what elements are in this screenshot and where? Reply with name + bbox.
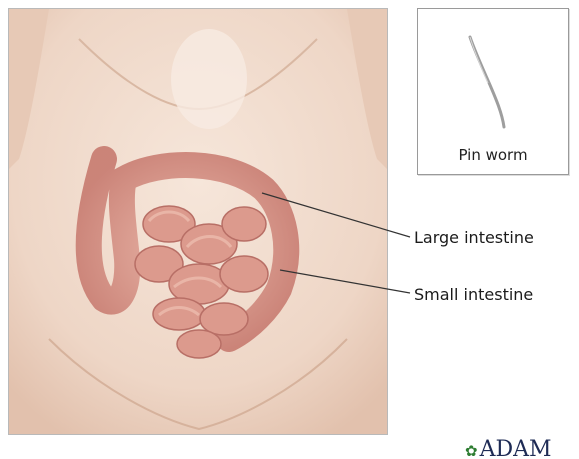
pinworm-caption: Pin worm <box>418 146 568 164</box>
pinworm-inset: Pin worm <box>417 8 569 175</box>
logo-text: ADAM <box>480 437 552 459</box>
abdomen-illustration <box>8 8 388 435</box>
adam-logo: ✿ADAM <box>465 437 579 459</box>
abdomen-drawing <box>9 9 387 434</box>
large-intestine-label: Large intestine <box>414 228 534 247</box>
leaf-logo-mark: ✿ <box>465 442 478 459</box>
small-intestine-label: Small intestine <box>414 285 533 304</box>
